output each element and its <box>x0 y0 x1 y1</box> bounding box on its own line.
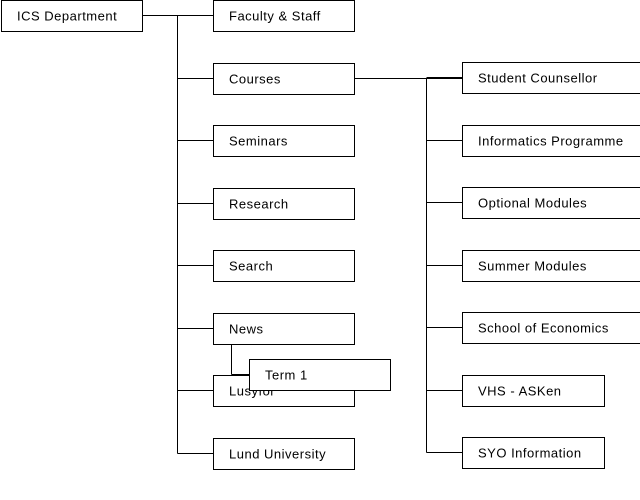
node-syo[interactable]: SYO Information <box>462 437 605 469</box>
node-counsellor[interactable]: Student Counsellor <box>462 62 640 94</box>
node-economics[interactable]: School of Economics <box>462 312 640 344</box>
node-term1-box <box>249 359 391 391</box>
node-informatics-box <box>462 125 640 157</box>
node-faculty-box <box>213 0 355 32</box>
node-summer-box <box>462 250 640 282</box>
node-news[interactable]: News <box>213 313 355 345</box>
node-counsellor-box <box>462 62 640 94</box>
connector-lines <box>142 15 462 454</box>
node-research-box <box>213 188 355 220</box>
node-vhs-label: VHS - ASKen <box>478 384 562 399</box>
node-courses-label: Courses <box>229 72 281 87</box>
node-research[interactable]: Research <box>213 188 355 220</box>
node-ics-box <box>1 0 143 32</box>
node-search-box <box>213 250 355 282</box>
node-lund-box <box>213 438 355 470</box>
node-informatics[interactable]: Informatics Programme <box>462 125 640 157</box>
node-ics[interactable]: ICS Department <box>1 0 143 32</box>
node-lund-label: Lund University <box>229 447 326 462</box>
node-courses[interactable]: Courses <box>213 63 355 95</box>
node-research-label: Research <box>229 197 289 212</box>
node-economics-box <box>462 312 640 344</box>
node-search-label: Search <box>229 259 273 274</box>
node-news-box <box>213 313 355 345</box>
node-seminars[interactable]: Seminars <box>213 125 355 157</box>
node-search[interactable]: Search <box>213 250 355 282</box>
node-optional[interactable]: Optional Modules <box>462 187 640 219</box>
node-seminars-box <box>213 125 355 157</box>
node-term1[interactable]: Term 1 <box>249 359 391 391</box>
site-map-nodes: ICS Department Faculty & StaffCoursesSemi… <box>1 0 640 470</box>
node-vhs[interactable]: VHS - ASKen <box>462 375 605 407</box>
node-faculty[interactable]: Faculty & Staff <box>213 0 355 32</box>
node-ics-label: ICS Department <box>17 9 117 24</box>
node-syo-box <box>462 437 605 469</box>
node-counsellor-label: Student Counsellor <box>478 71 598 86</box>
node-news-label: News <box>229 322 264 337</box>
node-vhs-box <box>462 375 605 407</box>
node-optional-label: Optional Modules <box>478 196 587 211</box>
node-economics-label: School of Economics <box>478 321 609 336</box>
node-syo-label: SYO Information <box>478 446 582 461</box>
node-informatics-label: Informatics Programme <box>478 134 624 149</box>
node-courses-box <box>213 63 355 95</box>
node-term1-label: Term 1 <box>265 368 308 383</box>
node-optional-box <box>462 187 640 219</box>
node-summer-label: Summer Modules <box>478 259 587 274</box>
node-seminars-label: Seminars <box>229 134 288 149</box>
node-summer[interactable]: Summer Modules <box>462 250 640 282</box>
node-lund[interactable]: Lund University <box>213 438 355 470</box>
node-faculty-label: Faculty & Staff <box>229 9 321 24</box>
